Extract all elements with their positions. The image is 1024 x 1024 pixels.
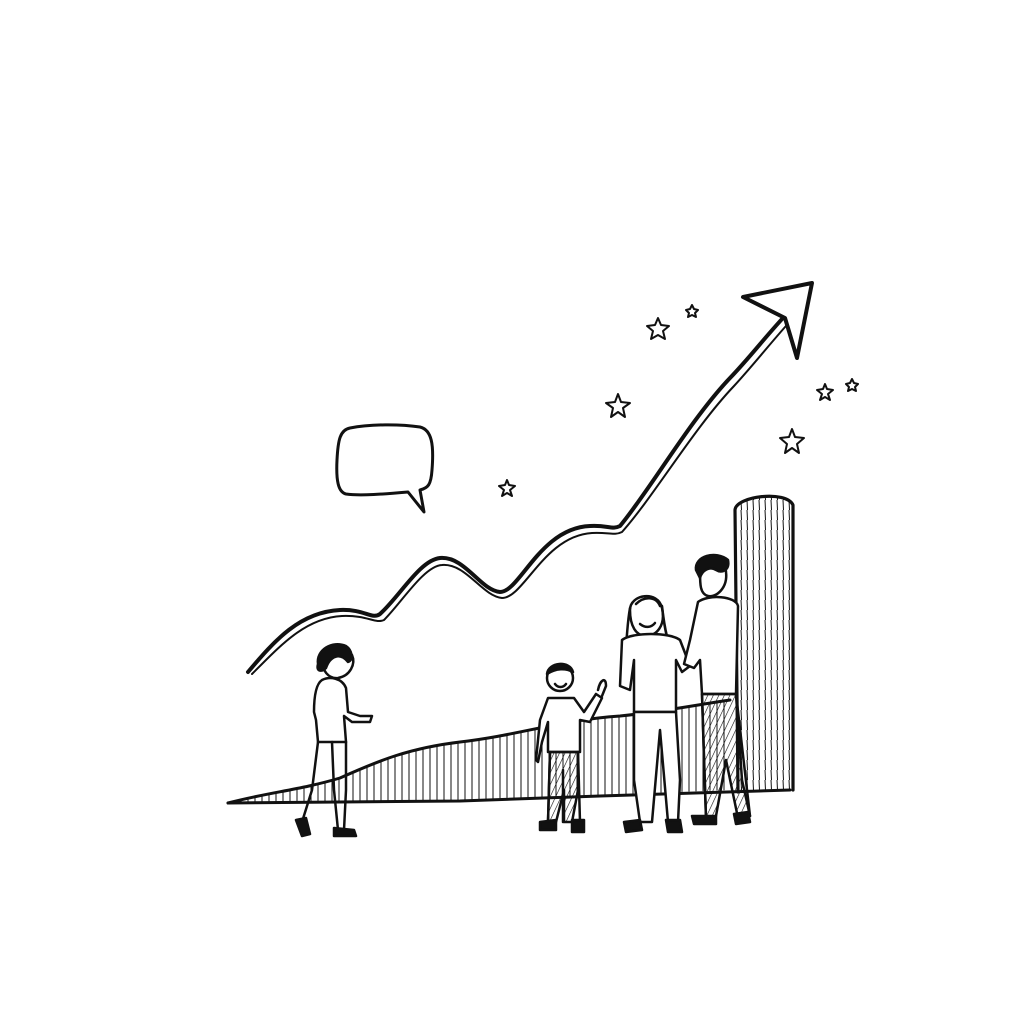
- walking-woman: [294, 643, 374, 838]
- sparkle-stars: [498, 304, 859, 497]
- star-icon: [498, 479, 516, 497]
- star-icon: [779, 428, 805, 454]
- tall-hatched-bar: [733, 494, 795, 794]
- standing-man: [682, 553, 752, 826]
- empty-speech-bubble: [335, 423, 435, 514]
- star-icon: [845, 378, 859, 392]
- star-icon: [605, 393, 631, 418]
- waving-boy: [534, 662, 608, 834]
- trend-arrowhead: [741, 281, 814, 360]
- star-icon: [646, 317, 670, 340]
- smiling-woman: [618, 595, 692, 834]
- rising-trend-line: [246, 298, 805, 675]
- star-icon: [816, 383, 834, 401]
- star-icon: [685, 304, 699, 318]
